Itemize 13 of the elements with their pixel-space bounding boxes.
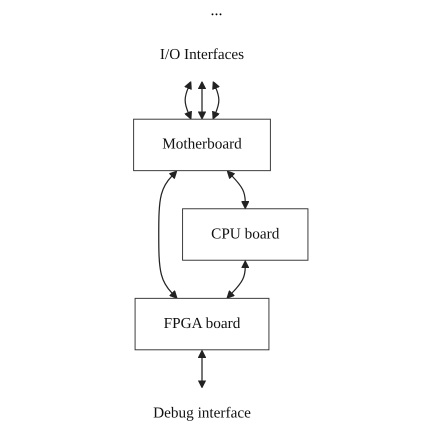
arrow: [198, 81, 206, 120]
node-box: Motherboard: [133, 118, 272, 172]
ellipsis-text: ...: [210, 2, 222, 19]
arrow: [227, 170, 250, 210]
arrow: [212, 81, 220, 120]
arrow: [198, 350, 206, 388]
arrow: [158, 170, 178, 299]
node-box: CPU board: [182, 208, 309, 261]
arrow: [226, 260, 250, 299]
node-text: Debug interface: [153, 405, 252, 422]
arrow: [184, 81, 192, 120]
node-box: FPGA board: [134, 298, 270, 350]
node-text: I/O Interfaces: [160, 46, 244, 63]
